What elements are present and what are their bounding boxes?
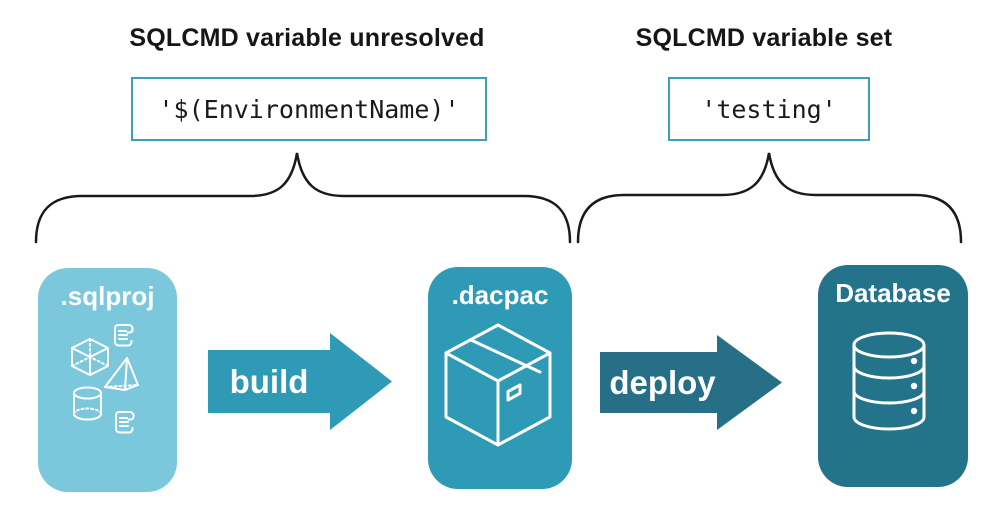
left-brace: [34, 152, 572, 244]
dacpac-node: .dacpac: [428, 267, 572, 489]
sql-objects-icon: [71, 324, 139, 434]
cube-icon: [71, 338, 109, 376]
database-icon: [852, 331, 926, 431]
unresolved-variable-box: '$(EnvironmentName)': [131, 77, 487, 141]
build-arrow-shape: [208, 333, 392, 430]
script-scroll-icon: [114, 324, 134, 347]
set-heading: SQLCMD variable set: [635, 24, 893, 52]
script-scroll-icon: [115, 411, 135, 434]
sqlproj-node: .sqlproj: [38, 268, 177, 492]
deploy-arrow: deploy: [600, 335, 782, 430]
database-node: Database: [818, 265, 968, 487]
deploy-arrow-shape: [600, 335, 782, 430]
unresolved-heading: SQLCMD variable unresolved: [129, 24, 485, 52]
right-brace: [576, 152, 963, 244]
package-icon: [444, 323, 552, 447]
build-arrow: build: [208, 333, 392, 430]
sqlproj-label: .sqlproj: [60, 281, 155, 311]
build-arrow-label: build: [229, 362, 309, 400]
set-variable-box: 'testing': [668, 77, 870, 141]
database-label: Database: [835, 278, 951, 308]
dacpac-label: .dacpac: [451, 280, 549, 310]
set-variable-value: 'testing': [701, 94, 837, 124]
unresolved-variable-value: '$(EnvironmentName)': [158, 94, 460, 124]
deploy-arrow-label: deploy: [609, 363, 716, 401]
pyramid-icon: [104, 357, 139, 391]
cylinder-icon: [73, 386, 102, 421]
